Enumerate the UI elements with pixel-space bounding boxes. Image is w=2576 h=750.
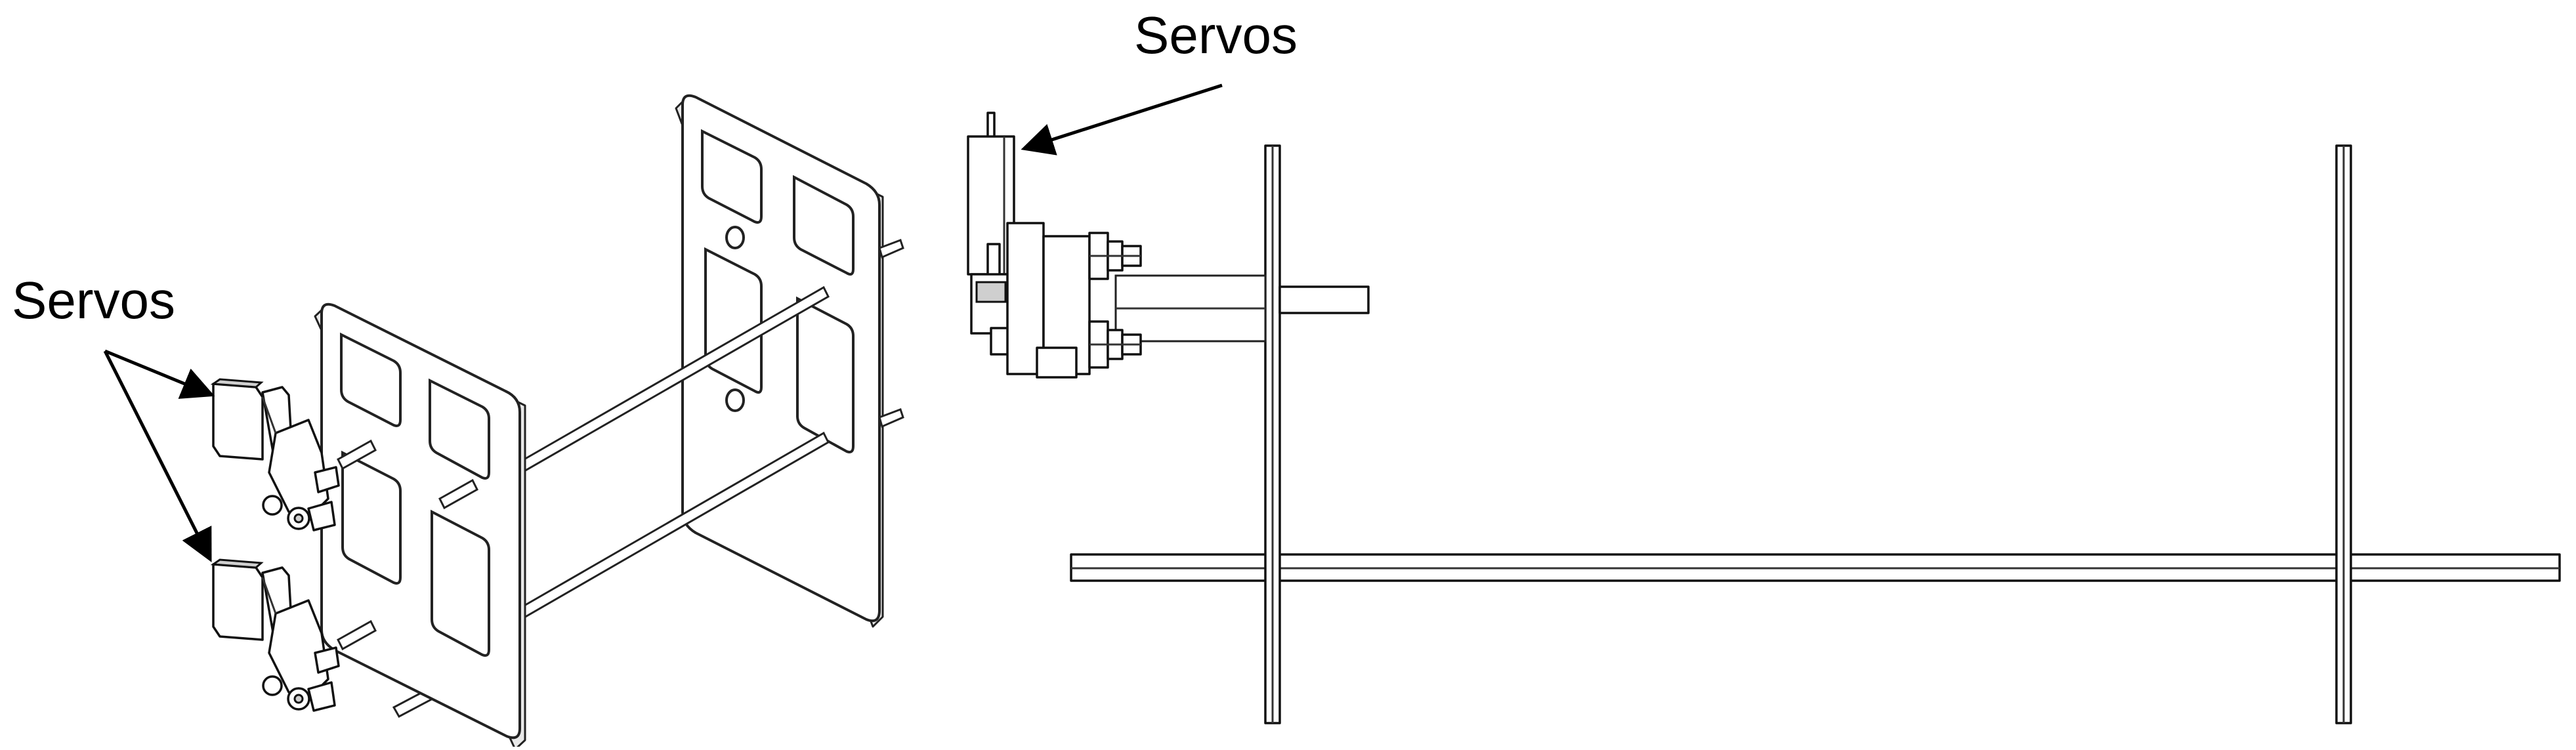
arrow-to-upper-servo [104, 349, 215, 399]
shaft-stub [1278, 285, 1370, 314]
servos-label-left: Servos [12, 271, 175, 329]
servos-label-right: Servos [1134, 6, 1298, 64]
back-plate [675, 94, 904, 628]
servo-assembly-upper [210, 378, 340, 531]
arrow-to-side-servo [1021, 83, 1223, 156]
front-plate [314, 302, 526, 750]
arrow-to-lower-servo [103, 350, 212, 562]
servo-side [967, 112, 1142, 379]
isometric-frame-view [103, 94, 904, 750]
servo-assembly-lower [210, 558, 340, 712]
side-elevation-view [967, 83, 2561, 724]
